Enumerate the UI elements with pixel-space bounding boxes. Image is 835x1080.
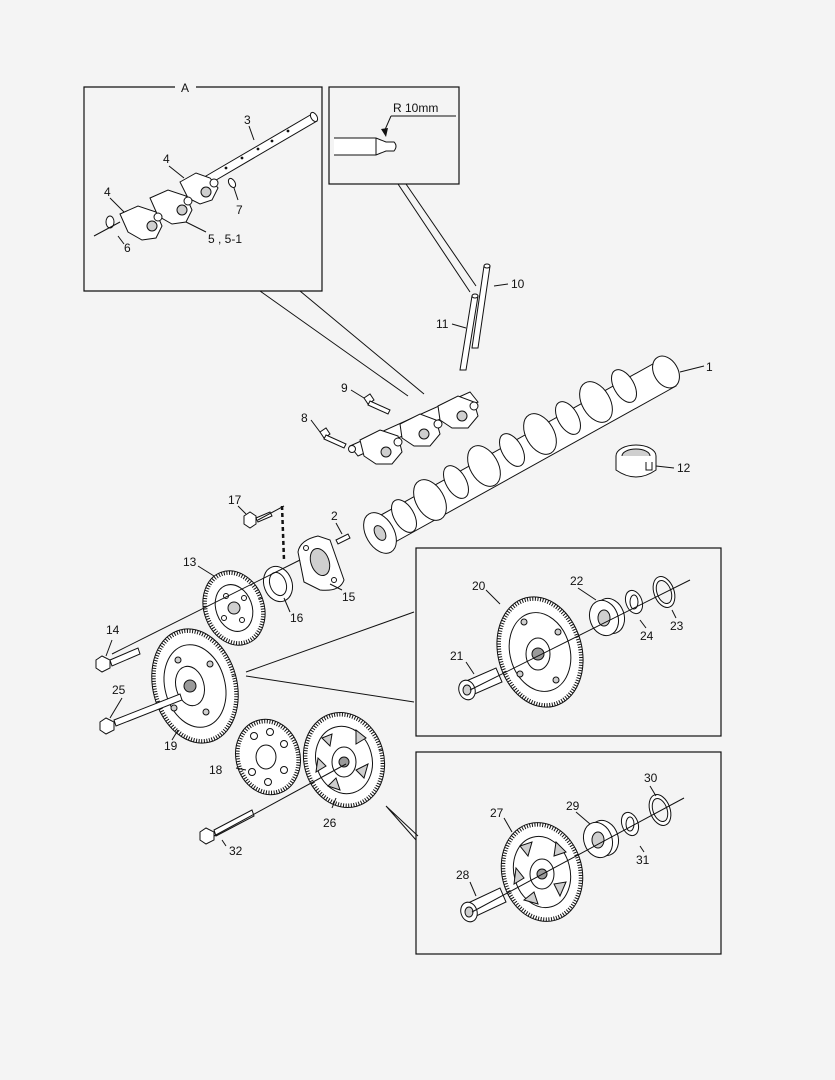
detail-leader-radius (397, 183, 477, 293)
part-label-32: 32 (229, 844, 243, 858)
part-label-15: 15 (342, 590, 356, 604)
part-label-2: 2 (331, 509, 338, 523)
washer-24 (624, 589, 644, 615)
bolt-8 (319, 427, 347, 449)
spacer-pin (227, 177, 237, 189)
part-label-6: 6 (124, 241, 131, 255)
idler-gear-20 (496, 596, 584, 708)
washer-16 (262, 565, 294, 603)
detail-leader-a (259, 290, 425, 397)
part-label-23: 23 (670, 619, 684, 633)
idler-gear-19 (151, 628, 239, 744)
bolt-32 (199, 809, 255, 845)
part-label-25: 25 (112, 683, 126, 697)
part-label-11: 11 (436, 317, 449, 331)
part-label-30: 30 (644, 771, 658, 785)
part-label-17: 17 (228, 493, 242, 507)
part-label-28: 28 (456, 868, 470, 882)
part-label-12: 12 (677, 461, 691, 475)
part-label-16: 16 (290, 611, 304, 625)
part-label-14: 14 (106, 623, 120, 637)
part-label-19: 19 (164, 739, 178, 753)
dashed-alignment (280, 505, 286, 561)
part-label-8: 8 (301, 411, 308, 425)
shaft-21 (458, 667, 503, 701)
part-label-3: 3 (244, 113, 251, 127)
part-label-7: 7 (236, 203, 243, 217)
push-rod-10 (471, 263, 491, 349)
snap-ring (105, 215, 115, 229)
camshaft-gear-13 (202, 570, 266, 646)
part-label-26: 26 (323, 816, 337, 830)
push-rod-11 (459, 293, 479, 371)
part-label-21: 21 (450, 649, 464, 663)
bearing-22 (588, 597, 626, 637)
part-label-24: 24 (640, 629, 654, 643)
camshaft-bushing (615, 444, 657, 478)
detail-box-idler-20: 20 21 22 24 23 (415, 547, 722, 737)
detail-box-a: A 3 4 4 (83, 81, 323, 292)
gear-26 (302, 711, 386, 809)
rocker-assembly (348, 391, 479, 465)
bolt-9 (363, 393, 391, 415)
part-label-27: 27 (490, 806, 504, 820)
part-label-9: 9 (341, 381, 348, 395)
gear-27 (500, 822, 584, 922)
snap-ring-30 (648, 794, 672, 826)
part-label-20: 20 (472, 579, 486, 593)
key-pin-2 (335, 533, 351, 545)
snap-ring-23 (652, 576, 676, 608)
part-label-29: 29 (566, 799, 580, 813)
rocker-arm-lower (119, 205, 163, 241)
camshaft (363, 355, 680, 554)
part-label-5: 5 , 5-1 (208, 232, 242, 246)
part-label-4a: 4 (163, 152, 170, 166)
washer-31 (620, 811, 640, 837)
thrust-plate-15 (297, 535, 345, 591)
part-label-22: 22 (570, 574, 584, 588)
detail-radius-label: R 10mm (393, 101, 438, 115)
part-label-18: 18 (209, 763, 223, 777)
detail-box-gear-27: 27 28 29 31 30 (415, 751, 722, 955)
gear-18 (235, 718, 301, 796)
rocker-shaft (205, 111, 319, 184)
part-label-31: 31 (636, 853, 650, 867)
part-label-13: 13 (183, 555, 197, 569)
detail-box-radius: R 10mm (328, 86, 460, 185)
bolt-25 (99, 693, 183, 735)
part-label-4b: 4 (104, 185, 111, 199)
bearing-29 (582, 819, 620, 859)
bolt-14 (95, 647, 141, 673)
part-label-10: 10 (511, 277, 525, 291)
part-label-1: 1 (706, 360, 713, 374)
detail-a-label: A (181, 81, 189, 95)
